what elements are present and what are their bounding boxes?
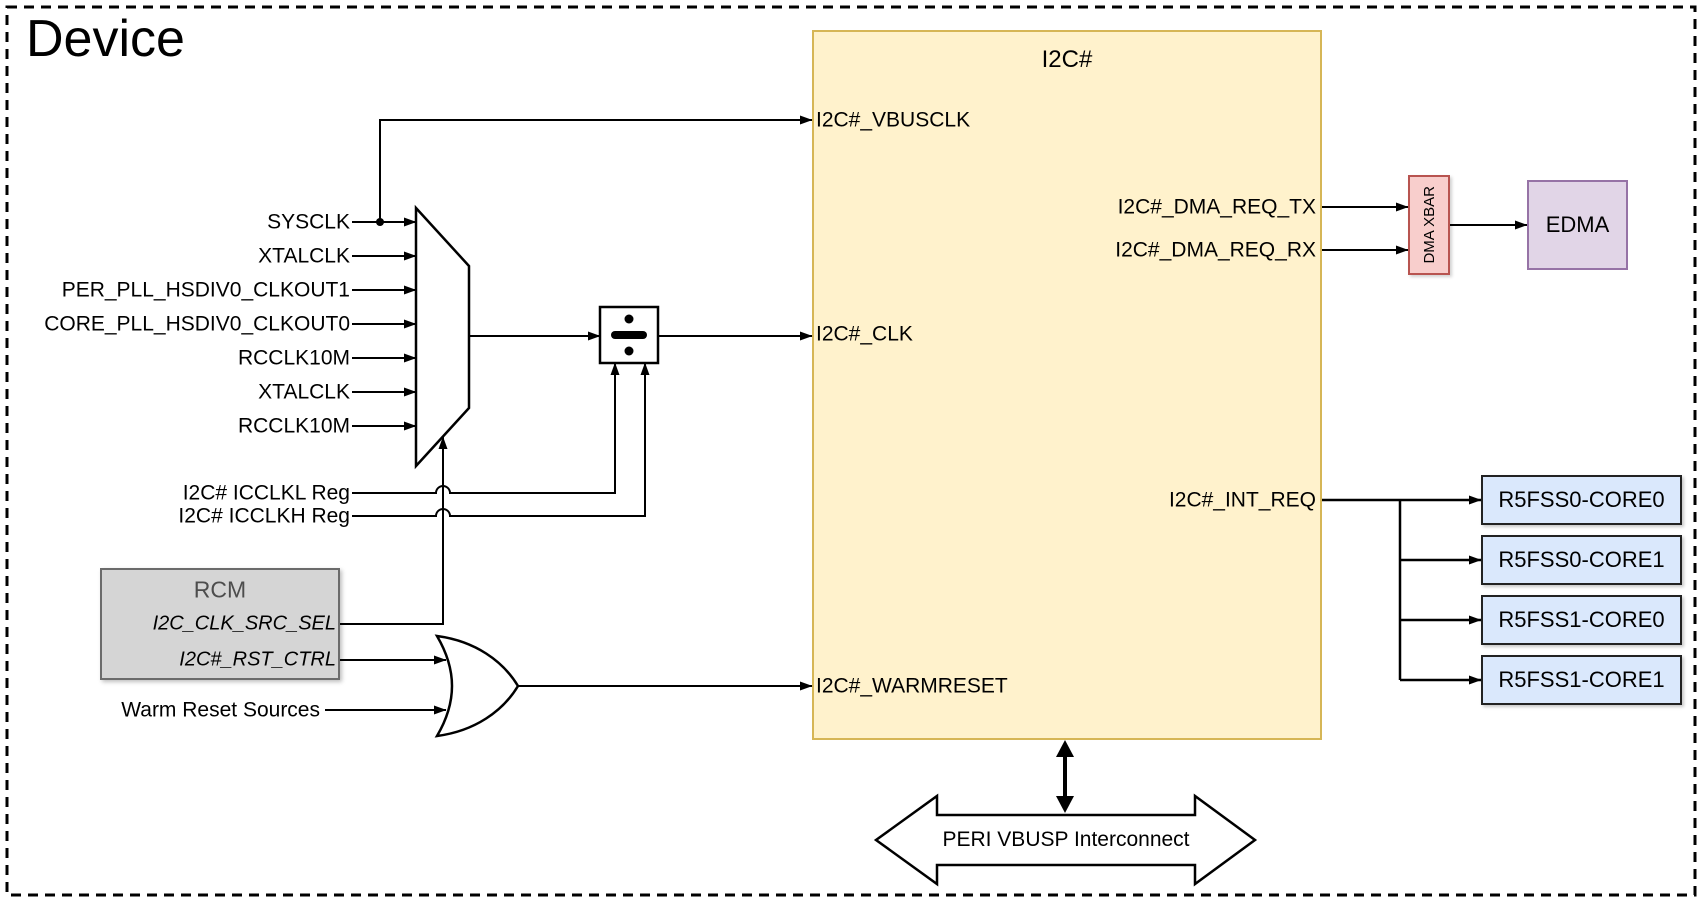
label-i2c-clk: I2C#_CLK [816, 322, 913, 346]
label-xtalclk-2: XTALCLK [258, 380, 350, 404]
wire-vbusclk [379, 115, 813, 222]
r5fss1-core0-block: R5FSS1-CORE0 [1481, 595, 1682, 645]
edma-label: EDMA [1545, 212, 1610, 237]
rcm-title: RCM [193, 576, 247, 603]
interconnect-label: PERI VBUSP Interconnect [942, 828, 1190, 851]
r5fss0-core1-label: R5FSS0-CORE1 [1498, 547, 1665, 572]
label-icclkl-reg: I2C# ICCLKL Reg [182, 481, 350, 505]
r5fss0-core1-block: R5FSS0-CORE1 [1481, 535, 1682, 585]
wire-icclkl [352, 362, 620, 494]
label-icclkh-reg: I2C# ICCLKH Reg [178, 504, 350, 528]
or-gate-shape [434, 634, 520, 738]
clock-divider-shape [598, 305, 660, 365]
label-per-pll-hsdiv0-clkout1: PER_PLL_HSDIV0_CLKOUT1 [61, 278, 350, 302]
interconnect-arrow-shape [873, 793, 1258, 887]
label-xtalclk-1: XTALCLK [258, 244, 350, 268]
label-rcclk10m-1: RCCLK10M [237, 346, 350, 370]
label-i2c-clk-src-sel: I2C_CLK_SRC_SEL [152, 612, 336, 635]
label-i2c-warmreset: I2C#_WARMRESET [816, 674, 1008, 698]
rcm-block [100, 568, 340, 680]
label-rcclk10m-2: RCCLK10M [237, 414, 350, 438]
wire-icclkh [352, 362, 650, 517]
label-core-pll-hsdiv0-clkout0: CORE_PLL_HSDIV0_CLKOUT0 [44, 312, 350, 336]
label-i2c-dma-req-tx: I2C#_DMA_REQ_TX [1117, 195, 1316, 219]
r5fss0-core0-label: R5FSS0-CORE0 [1498, 487, 1665, 512]
i2c-block [812, 30, 1322, 740]
divide-icon [611, 331, 647, 339]
dma-xbar-block: DMA XBAR [1408, 175, 1450, 275]
device-boundary [5, 5, 1697, 897]
vbusp-bus-arrow [1056, 740, 1074, 813]
label-warm-reset-sources: Warm Reset Sources [121, 698, 320, 722]
device-title: Device [26, 10, 185, 68]
r5fss1-core1-label: R5FSS1-CORE1 [1498, 667, 1665, 692]
label-i2c-dma-req-rx: I2C#_DMA_REQ_RX [1115, 238, 1316, 262]
label-i2c-rst-ctrl: I2C#_RST_CTRL [179, 648, 336, 671]
label-i2c-int-req: I2C#_INT_REQ [1168, 488, 1316, 512]
label-i2c-vbusclk: I2C#_VBUSCLK [816, 108, 971, 132]
r5fss0-core0-block: R5FSS0-CORE0 [1481, 475, 1682, 525]
edma-block: EDMA [1527, 180, 1628, 270]
i2c-block-title: I2C# [1041, 46, 1093, 73]
wire-clk-src-sel [340, 436, 448, 625]
label-sysclk: SYSCLK [267, 210, 350, 234]
junction-dot [376, 218, 384, 226]
r5fss1-core0-label: R5FSS1-CORE0 [1498, 607, 1665, 632]
clock-mux-shape [414, 204, 471, 470]
r5fss1-core1-block: R5FSS1-CORE1 [1481, 655, 1682, 705]
